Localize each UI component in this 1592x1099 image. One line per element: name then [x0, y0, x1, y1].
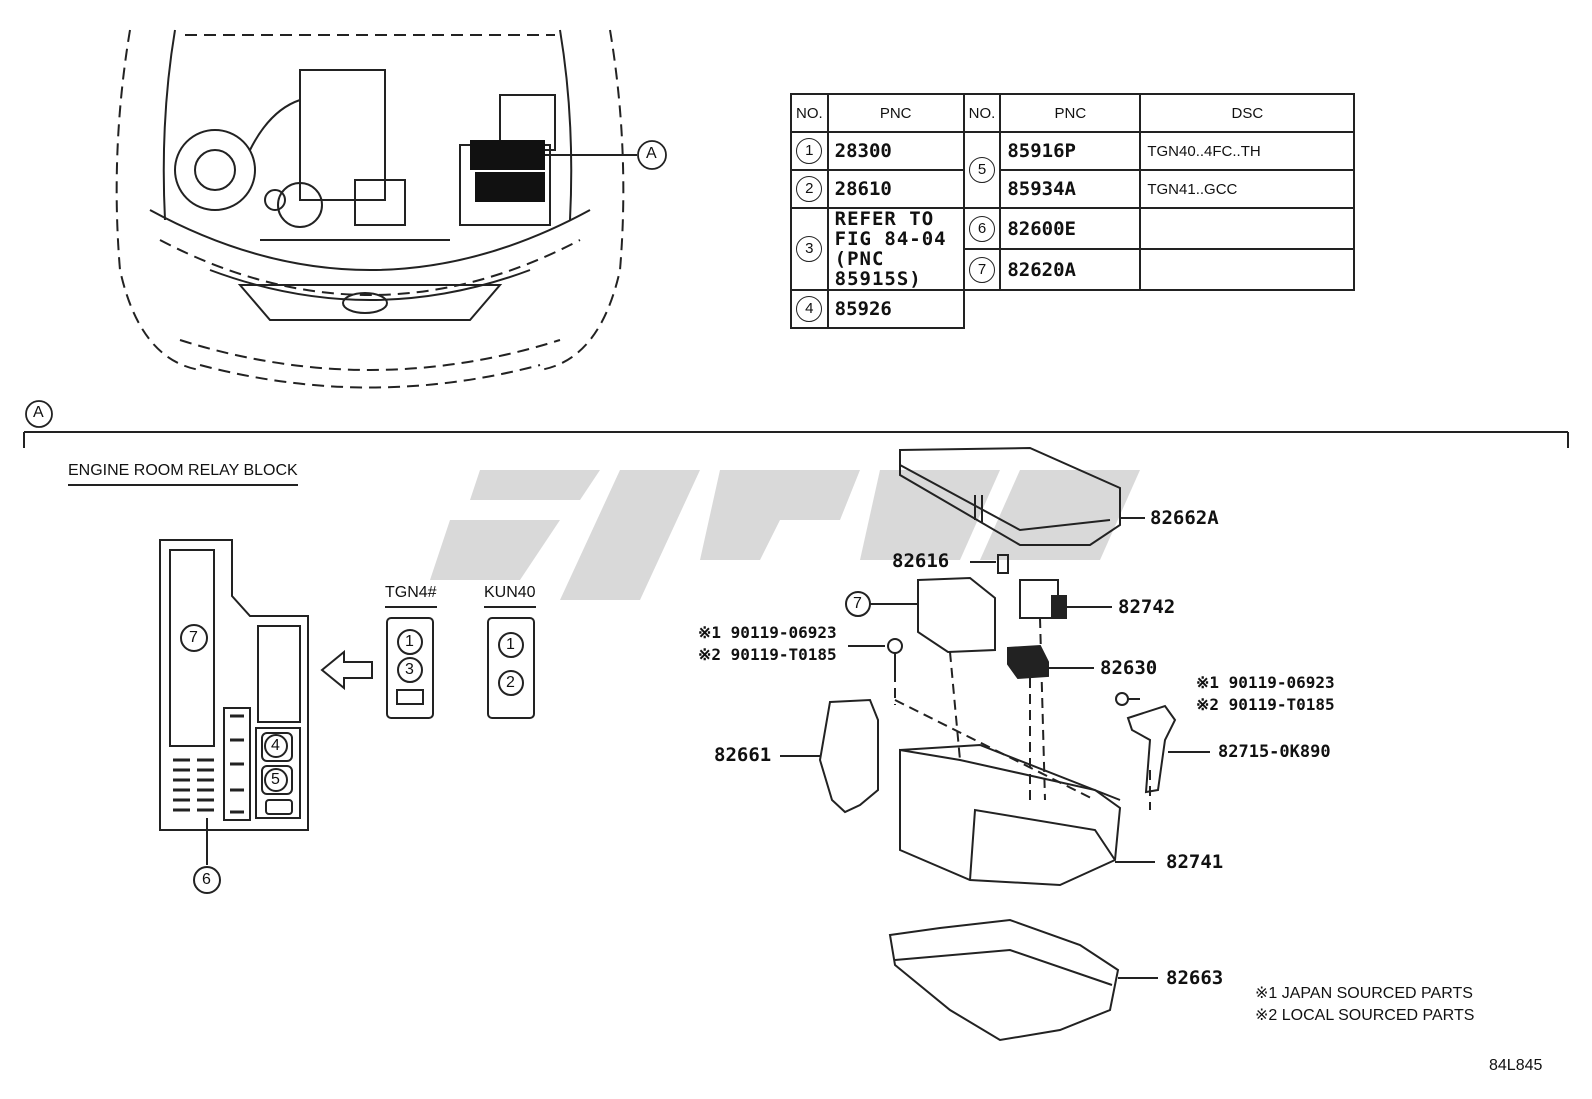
- row-3-line-2: FIG 84-04: [834, 228, 947, 250]
- row-1-pnc: 28300: [826, 131, 965, 171]
- table-header-no-2: NO.: [962, 93, 1002, 133]
- block-callout-4: 4: [271, 737, 280, 754]
- part-82715-0K890: 82715-0K890: [1218, 742, 1331, 762]
- relay-block-layout: [159, 539, 373, 894]
- row-5-pnc: 85916P: [999, 131, 1142, 171]
- pnc-table: NO. PNC NO. PNC DSC 1 28300 5 85916P TGN…: [790, 93, 1356, 329]
- row-7-no: 7: [962, 248, 1002, 291]
- bolt-right-japan: ※1 90119-06923: [1196, 673, 1335, 692]
- car-front-illustration: [115, 29, 625, 389]
- row-5-no: 5: [962, 131, 1002, 209]
- variant-label-tgn4: TGN4#: [385, 584, 437, 608]
- variant-tgn4-slot-2: 3: [405, 661, 414, 678]
- row-3-no: 3: [790, 207, 829, 291]
- row-6-pnc: 82600E: [999, 207, 1142, 250]
- section-title: ENGINE ROOM RELAY BLOCK: [68, 462, 298, 486]
- variant-kun40-slot-1: 1: [506, 636, 515, 653]
- table-header-pnc: PNC: [826, 93, 965, 133]
- block-callout-5: 5: [271, 771, 280, 788]
- row-1-no: 1: [790, 131, 829, 171]
- exploded-parts: [780, 446, 1210, 1042]
- relay-box-highlight: [470, 140, 637, 202]
- block-callout-6: 6: [202, 871, 211, 888]
- note-local-sourced: ※2 LOCAL SOURCED PARTS: [1255, 1007, 1475, 1024]
- variant-kun40-slot-2: 2: [506, 674, 515, 691]
- table-header-pnc-2: PNC: [999, 93, 1142, 133]
- row-5-dsc: TGN40..4FC..TH: [1139, 131, 1356, 171]
- variant-boxes: [386, 617, 535, 719]
- bolt-left-local: ※2 90119-T0185: [698, 645, 837, 664]
- row-3-line-3: (PNC 85915S): [834, 248, 922, 290]
- part-82630: 82630: [1100, 657, 1158, 679]
- table-header-no: NO.: [790, 93, 829, 133]
- section-a-frame: [23, 400, 1569, 448]
- table-blank: [964, 290, 1355, 328]
- row-5b-dsc: TGN41..GCC: [1139, 169, 1356, 209]
- row-4-no: 4: [790, 289, 829, 329]
- cover-82662A: [899, 446, 1121, 546]
- table-header-dsc: DSC: [1139, 93, 1356, 133]
- variant-tgn4-slot-1: 1: [405, 633, 414, 650]
- part-82663: 82663: [1166, 967, 1224, 989]
- row-2-no: 2: [790, 169, 829, 209]
- row-6-no: 6: [962, 207, 1002, 250]
- row-7-pnc: 82620A: [999, 248, 1142, 291]
- block-callout-7: 7: [189, 629, 198, 646]
- figure-code: 84L845: [1489, 1057, 1543, 1074]
- row-2-pnc: 28610: [826, 169, 965, 209]
- part-82741: 82741: [1166, 851, 1224, 873]
- row-7-dsc: [1139, 248, 1356, 291]
- part-callout-7: 7: [853, 595, 862, 612]
- note-japan-sourced: ※1 JAPAN SOURCED PARTS: [1255, 985, 1473, 1002]
- callout-a-section-label: A: [33, 404, 44, 421]
- row-4-pnc: 85926: [826, 289, 965, 329]
- callout-a-top: [637, 140, 667, 170]
- row-6-dsc: [1139, 207, 1356, 250]
- part-82661: 82661: [714, 744, 772, 766]
- bolt-right-local: ※2 90119-T0185: [1196, 695, 1335, 714]
- callout-a-top-label: A: [646, 145, 657, 162]
- row-3-line-1: REFER TO: [834, 208, 935, 230]
- row-3-pnc: REFER TO FIG 84-04 (PNC 85915S): [826, 207, 965, 291]
- bolt-left-japan: ※1 90119-06923: [698, 623, 837, 642]
- part-82662A: 82662A: [1150, 507, 1219, 529]
- row-5b-pnc: 85934A: [999, 169, 1142, 209]
- variant-label-kun40: KUN40: [484, 584, 536, 608]
- part-82742: 82742: [1118, 596, 1176, 618]
- part-82616: 82616: [892, 550, 950, 572]
